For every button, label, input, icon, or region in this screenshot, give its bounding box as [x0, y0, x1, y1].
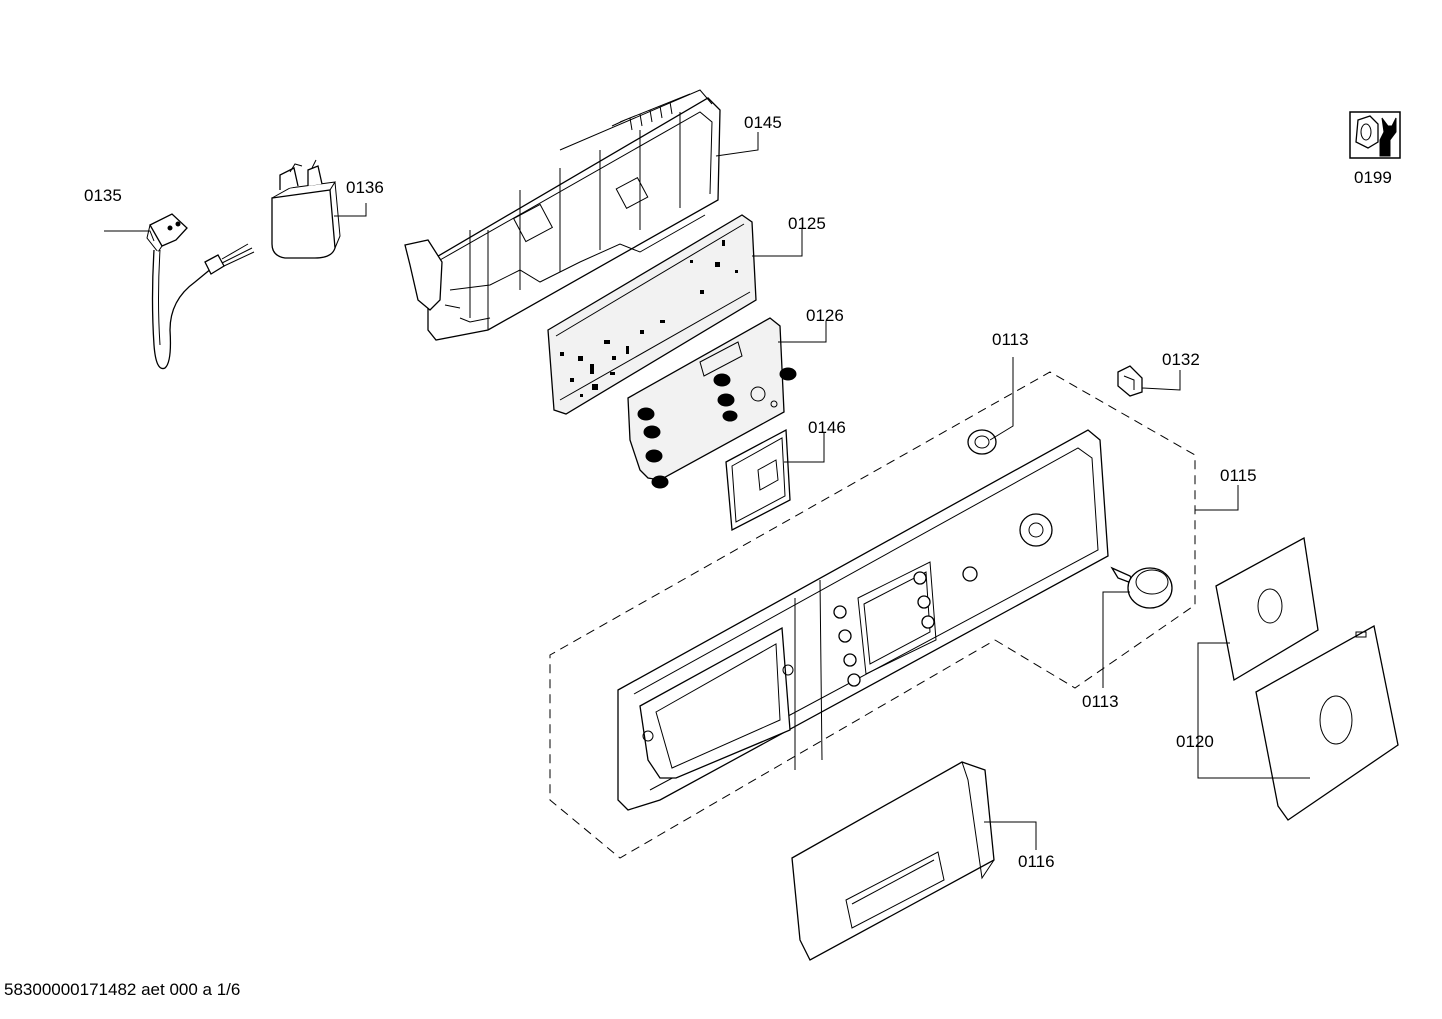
display-pcb-0126	[627, 317, 797, 489]
control-panel-fascia	[617, 429, 1109, 811]
module-housing-0145	[404, 89, 721, 341]
label-0199: 0199	[1354, 168, 1392, 187]
filter-capacitor-0136	[271, 159, 341, 259]
label-0125: 0125	[788, 214, 826, 233]
knob-0113-bottom	[1110, 566, 1173, 609]
label-0145: 0145	[744, 113, 782, 132]
assembly-outline	[549, 371, 1196, 859]
power-cord-0135	[146, 213, 255, 370]
cover-panels-0120	[1215, 536, 1399, 821]
label-0115: 0115	[1220, 466, 1257, 485]
knob-0113-top	[967, 429, 997, 455]
tool-wrench-nut-icon	[1349, 111, 1401, 159]
document-footer: 58300000171482 aet 000 a 1/6	[4, 980, 241, 999]
label-0116: 0116	[1018, 852, 1055, 871]
leader-lines	[104, 132, 1310, 850]
main-pcb-0125	[547, 214, 757, 415]
label-0135: 0135	[84, 186, 122, 205]
label-0126: 0126	[806, 306, 844, 325]
clip-0132	[1117, 365, 1143, 397]
label-0132: 0132	[1162, 350, 1200, 369]
label-0136: 0136	[346, 178, 384, 197]
label-0120: 0120	[1176, 732, 1214, 751]
drawer-handle-0116	[791, 761, 995, 961]
label-0146: 0146	[808, 418, 846, 437]
display-window-0146	[725, 428, 791, 532]
label-0113-top: 0113	[992, 330, 1029, 349]
label-0113-bottom: 0113	[1082, 692, 1119, 711]
